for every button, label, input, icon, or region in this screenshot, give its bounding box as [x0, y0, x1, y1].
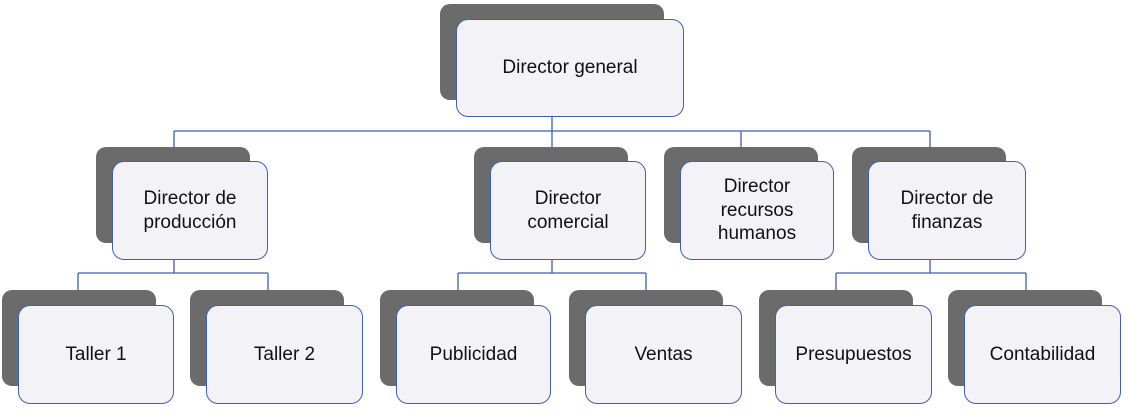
connector-comercial-to-units — [457, 260, 647, 305]
presupuestos-box[interactable]: Presupuestos — [775, 305, 932, 404]
director-general-label: Director general — [502, 57, 638, 79]
director-rrhh-label: Director recursos humanos — [717, 175, 797, 245]
director-rrhh-box[interactable]: Director recursos humanos — [680, 161, 834, 260]
taller-1-box[interactable]: Taller 1 — [18, 305, 174, 404]
director-produccion-label: Director de producción — [143, 187, 237, 233]
director-comercial-box[interactable]: Director comercial — [490, 161, 646, 260]
contabilidad-label: Contabilidad — [989, 343, 1096, 365]
director-finanzas-label: Director de finanzas — [900, 187, 994, 233]
publicidad-box[interactable]: Publicidad — [396, 305, 551, 404]
contabilidad-box[interactable]: Contabilidad — [964, 305, 1121, 404]
presupuestos-label: Presupuestos — [795, 343, 912, 365]
connector-produccion-to-talleres — [77, 260, 269, 305]
taller-2-box[interactable]: Taller 2 — [206, 305, 363, 404]
ventas-label: Ventas — [634, 343, 693, 365]
director-produccion-box[interactable]: Director de producción — [112, 161, 268, 260]
director-finanzas-box[interactable]: Director de finanzas — [868, 161, 1026, 260]
taller-1-label: Taller 1 — [65, 343, 127, 365]
ventas-box[interactable]: Ventas — [585, 305, 742, 404]
director-comercial-label: Director comercial — [527, 187, 609, 233]
director-general-box[interactable]: Director general — [456, 19, 684, 117]
taller-2-label: Taller 2 — [253, 343, 316, 365]
connector-root-to-directors — [173, 117, 931, 160]
publicidad-label: Publicidad — [429, 343, 518, 365]
connector-finanzas-to-units — [835, 260, 1027, 305]
